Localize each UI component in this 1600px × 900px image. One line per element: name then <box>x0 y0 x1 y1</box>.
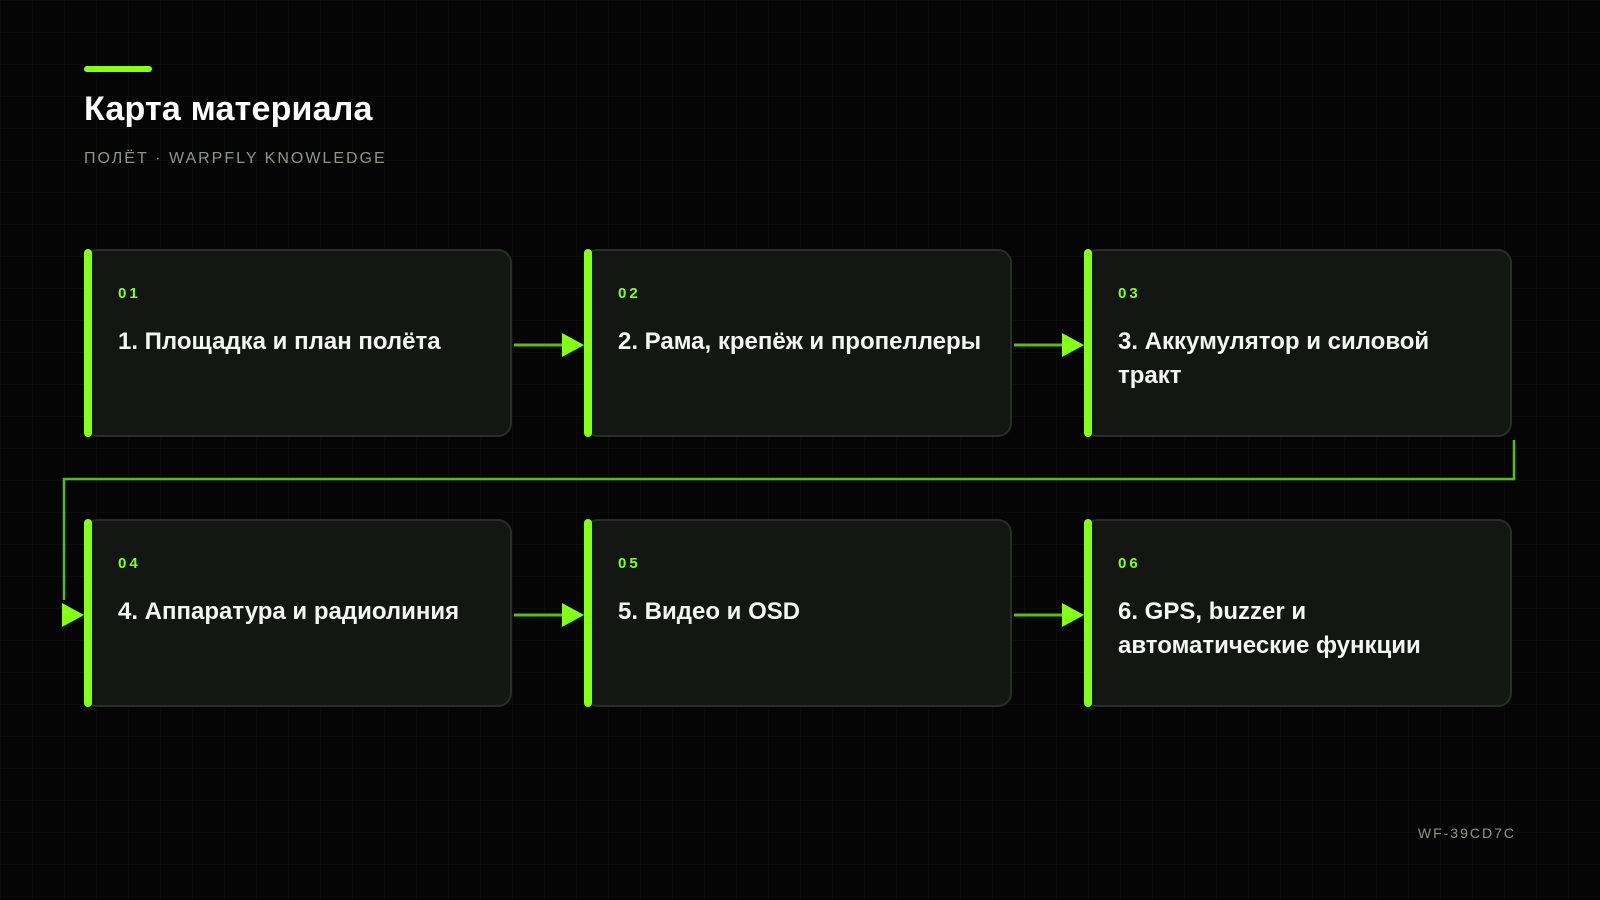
document-id: WF-39CD7C <box>1417 825 1516 841</box>
step-title: 5. Видео и OSD <box>618 598 801 625</box>
arrowhead-5 <box>562 603 584 627</box>
arrowhead-6 <box>1062 603 1084 627</box>
step-number: 01 <box>118 285 141 302</box>
step-title: 2. Рама, крепёж и пропеллеры <box>618 328 982 355</box>
step-card-6: 06 6. GPS, buzzer и автоматические функц… <box>1084 519 1512 707</box>
page-title: Карта материала <box>84 90 373 128</box>
title-accent-bar <box>84 66 152 72</box>
step-title: 6. GPS, buzzer и автоматические функции <box>1118 598 1421 659</box>
step-card-3: 03 3. Аккумулятор и силовой тракт <box>1084 249 1512 437</box>
step-card-4: 04 4. Аппаратура и радиолиния <box>84 519 512 707</box>
step-number: 06 <box>1118 555 1141 572</box>
step-title: 4. Аппаратура и радиолиния <box>118 598 460 625</box>
step-number: 05 <box>618 555 641 572</box>
step-number: 03 <box>1118 285 1141 302</box>
arrowhead-4 <box>62 603 84 627</box>
step-card-1: 01 1. Площадка и план полёта <box>84 249 512 437</box>
step-number: 04 <box>118 555 141 572</box>
page-subtitle: ПОЛЁТ · WARPFLY KNOWLEDGE <box>84 150 387 167</box>
step-card-5: 05 5. Видео и OSD <box>584 519 1012 707</box>
step-title: 3. Аккумулятор и силовой тракт <box>1118 328 1430 389</box>
arrowhead-3 <box>1062 333 1084 357</box>
step-title: 1. Площадка и план полёта <box>118 328 441 355</box>
step-number: 02 <box>618 285 641 302</box>
arrowhead-2 <box>562 333 584 357</box>
step-card-2: 02 2. Рама, крепёж и пропеллеры <box>584 249 1012 437</box>
